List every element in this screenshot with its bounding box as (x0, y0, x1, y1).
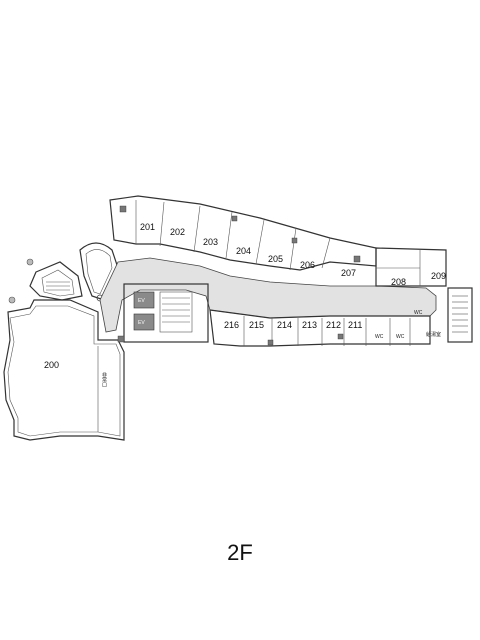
room-label-214: 214 (277, 320, 292, 330)
room-label-200: 200 (44, 360, 59, 370)
room-label-208: 208 (391, 277, 406, 287)
room-label-204: 204 (236, 246, 251, 256)
room-label-213: 213 (302, 320, 317, 330)
core-block (123, 283, 209, 343)
room-label-205: 205 (268, 254, 283, 264)
room-label-215: 215 (249, 320, 264, 330)
vertical-note: 非常口 (101, 371, 107, 388)
wc-label-left: WC (375, 334, 384, 340)
ev-label-top: EV (138, 298, 145, 304)
room-label-207: 207 (341, 268, 356, 278)
room-label-211: 211 (348, 320, 362, 330)
wc-label-right: WC (396, 334, 405, 340)
ev-label-bottom: EV (138, 320, 145, 326)
room-label-203: 203 (203, 237, 218, 247)
upper-room-row (109, 195, 473, 343)
room-label-216: 216 (224, 320, 239, 330)
lower-room-row (117, 309, 431, 347)
room-label-212: 212 (326, 320, 341, 330)
utility-label: 給湯室 (426, 331, 441, 338)
room-label-201: 201 (140, 222, 155, 232)
room-label-206: 206 (300, 260, 315, 270)
north-west-wing (8, 242, 119, 304)
wc-label-small: WC (414, 310, 423, 316)
floor-label: 2F (227, 540, 253, 565)
room-label-209: 209 (431, 271, 446, 281)
room-label-202: 202 (170, 227, 185, 237)
